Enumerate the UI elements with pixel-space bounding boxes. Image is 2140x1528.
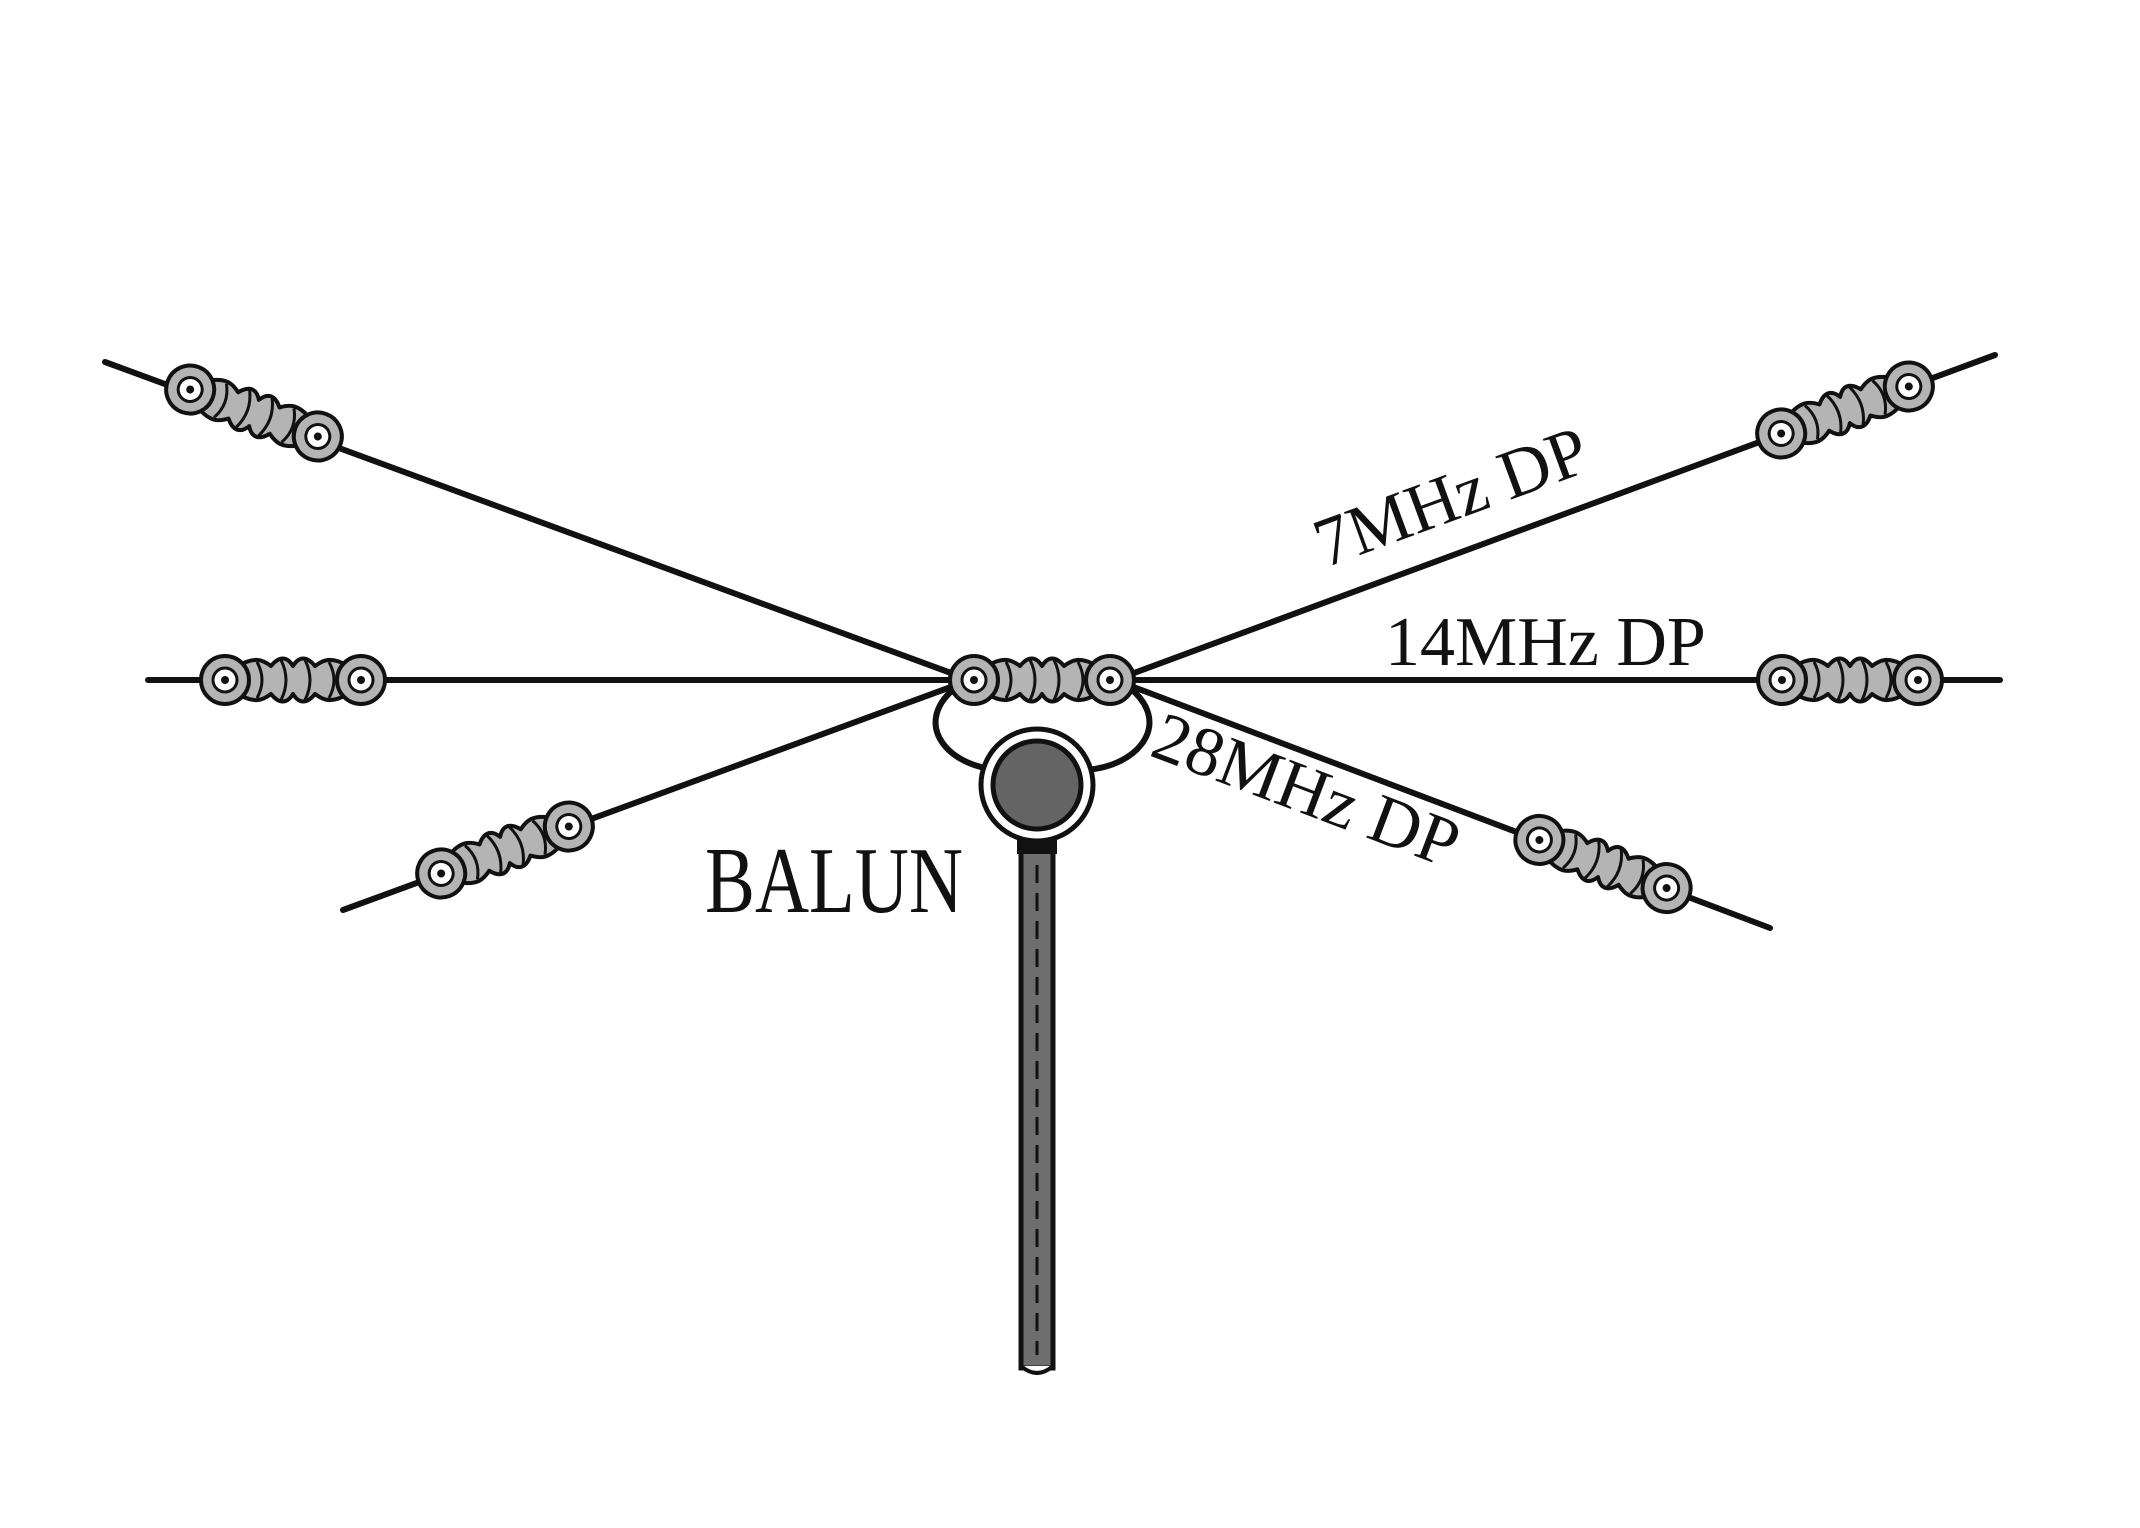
label-balun: BALUN (705, 829, 963, 933)
label-14mhz-dp: 14MHz DP (1385, 604, 1706, 681)
insulator-icon (1748, 353, 1942, 467)
insulator-icon (948, 654, 1136, 706)
insulator-icon (1506, 807, 1700, 921)
insulator-icon (408, 793, 602, 907)
label-28mhz-dp: 28MHz DP (1142, 698, 1469, 883)
balun-icon (978, 726, 1096, 844)
feed-loop-right (1077, 685, 1153, 773)
insulator-icon (157, 356, 351, 470)
coax-cable-icon (1017, 840, 1057, 1375)
insulator-icon (199, 654, 387, 706)
insulator-icon (1756, 654, 1944, 706)
